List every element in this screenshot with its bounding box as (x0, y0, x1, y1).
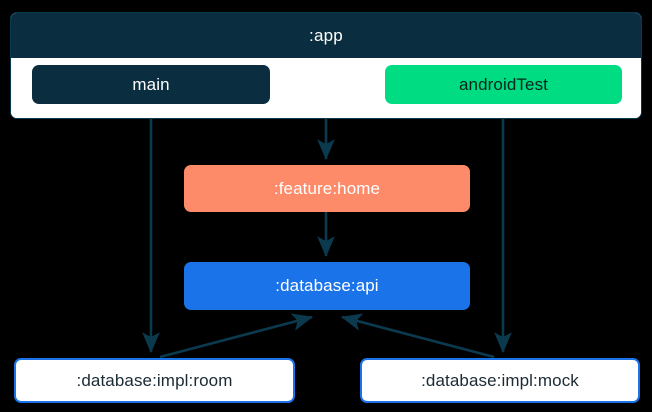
node-sourceset-main[interactable]: main (32, 65, 270, 104)
node-feature-home-label: :feature:home (273, 178, 381, 198)
node-feature-home[interactable]: :feature:home (184, 165, 470, 212)
edge-database-impl-room-to-database-api (159, 313, 314, 359)
node-sourceset-main-label: main (132, 74, 170, 94)
edge-database-impl-mock-to-database-api (340, 313, 495, 359)
node-database-api[interactable]: :database:api (184, 262, 470, 310)
node-database-impl-room[interactable]: :database:impl:room (14, 358, 295, 403)
node-database-impl-mock-label: :database:impl:mock (421, 370, 579, 390)
node-database-api-label: :database:api (275, 276, 379, 295)
subgraph-app-title: :app (11, 13, 641, 58)
node-sourceset-androidtest[interactable]: androidTest (385, 65, 622, 104)
node-database-impl-room-label: :database:impl:room (76, 370, 233, 390)
node-database-impl-mock[interactable]: :database:impl:mock (360, 358, 640, 403)
node-sourceset-androidtest-label: androidTest (459, 74, 548, 94)
